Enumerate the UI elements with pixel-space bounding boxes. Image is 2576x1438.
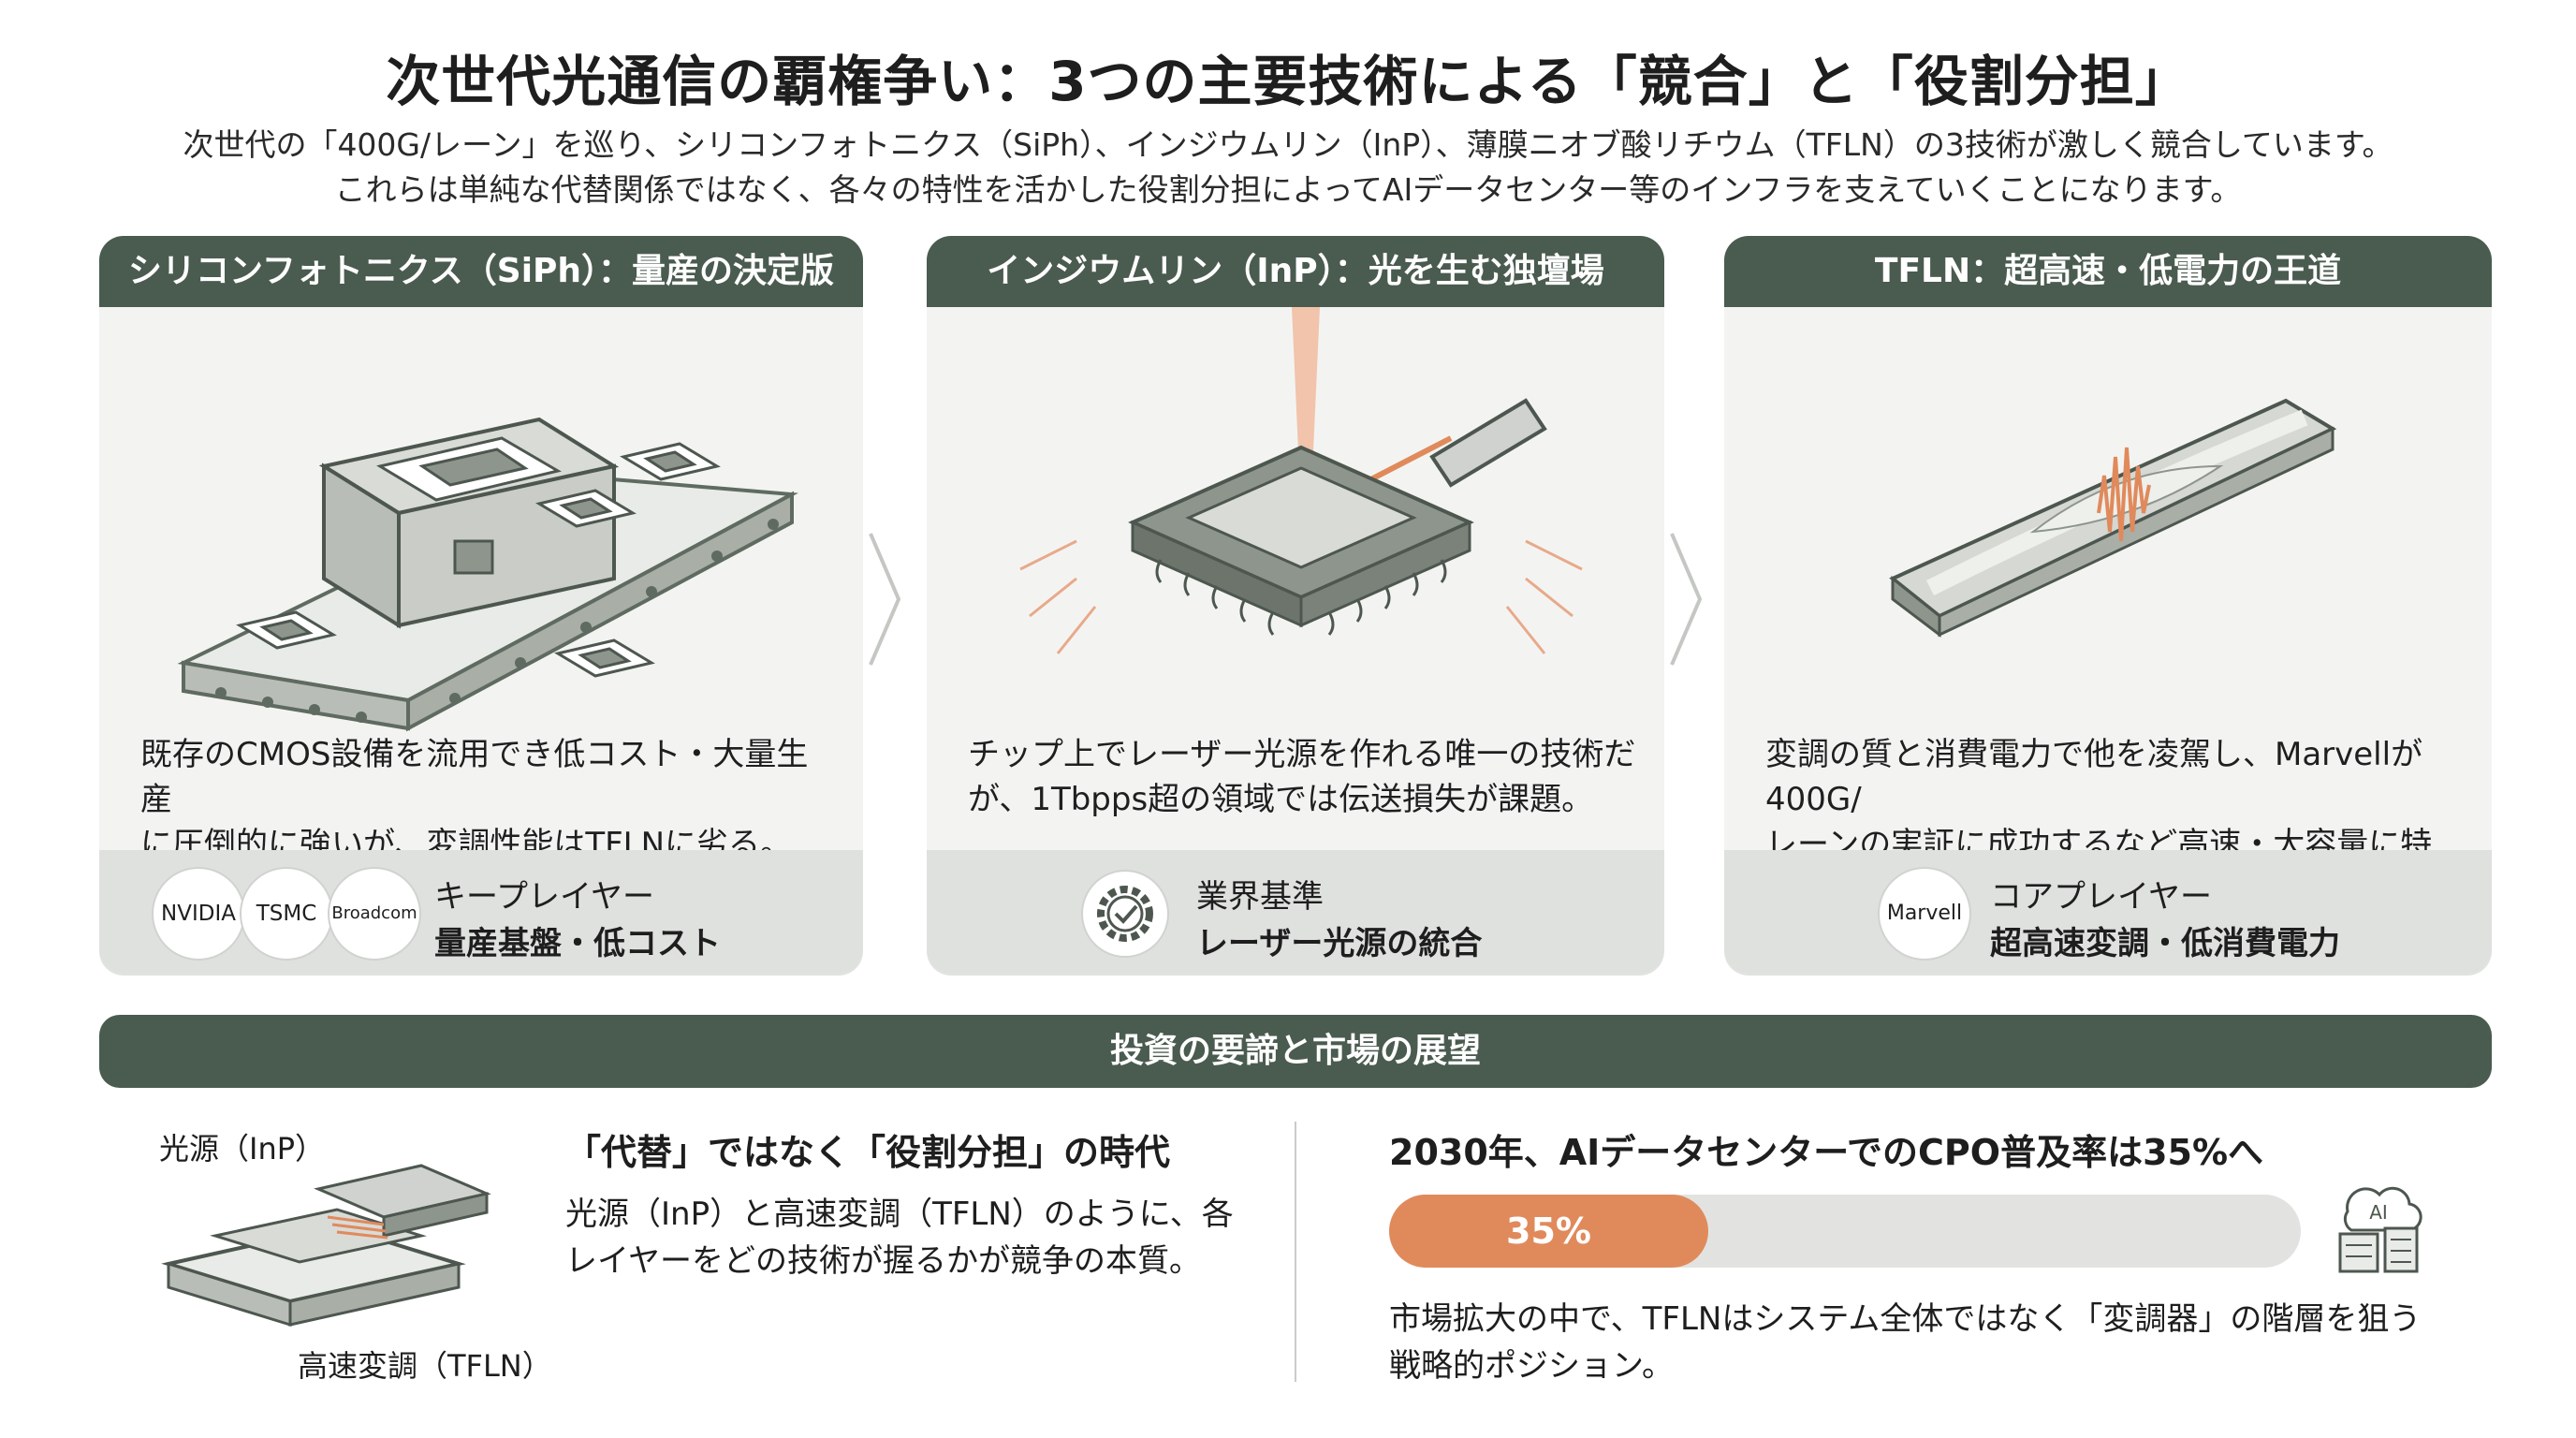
outlook-right-heading: 2030年、AIデータセンターでのCPO普及率は35%へ xyxy=(1389,1132,2264,1173)
card-siph-header: シリコンフォトニクス（SiPh）：量産の決定版 xyxy=(99,236,863,307)
card-tfln: TFLN：超高速・低電力の王道 変調の質と消費電力で他を凌駕し、Marvellが… xyxy=(1724,236,2492,974)
logo-nvidia: NVIDIA xyxy=(152,867,245,961)
diagram-label-inp: 光源（InP） xyxy=(159,1131,326,1167)
section-divider xyxy=(1295,1122,1296,1382)
card-inp-header: インジウムリン（InP）：光を生む独壇場 xyxy=(927,236,1664,307)
diagram-label-tfln: 高速変調（TFLN） xyxy=(298,1348,552,1384)
intro-line-1: 次世代の「400G/レーン」を巡り、シリコンフォトニクス（SiPh）、インジウム… xyxy=(183,126,2393,163)
outlook-left-heading: 「代替」ではなく「役割分担」の時代 xyxy=(565,1132,1171,1173)
card-tfln-footer: Marvell コアプレイヤー 超高速変調・低消費電力 xyxy=(1724,850,2492,974)
card-tfln-desc-line-1: 変調の質と消費電力で他を凌駕し、Marvellが400G/ xyxy=(1765,736,2423,818)
card-inp-desc-line-2: が、1Tbpps超の領域では伝送損失が課題。 xyxy=(968,781,1594,818)
outlook-left-text-line-2: レイヤーをどの技術が握るかが競争の本質。 xyxy=(565,1242,1201,1280)
card-siph-description: 既存のCMOS設備を流用でき低コスト・大量生産 に圧倒的に強いが、変調性能はTF… xyxy=(140,732,835,867)
card-siph: シリコンフォトニクス（SiPh）：量産の決定版 既存のCMOS設備を流用でき低コ… xyxy=(99,236,863,974)
outlook-left-text: 光源（InP）と高速変調（TFLN）のように、各 レイヤーをどの技術が握るかが競… xyxy=(565,1191,1234,1284)
chevron-right-icon xyxy=(869,533,901,666)
card-inp-desc-line-1: チップ上でレーザー光源を作れる唯一の技術だ xyxy=(968,736,1636,773)
cpo-progress-fill xyxy=(1389,1195,1708,1268)
outlook-right-text: 市場拡大の中で、TFLNはシステム全体ではなく「変調器」の階層を狙う 戦略的ポジ… xyxy=(1389,1296,2421,1389)
card-tfln-foot-line-2: 超高速変調・低消費電力 xyxy=(1990,925,2340,962)
layer-stack-illustration xyxy=(161,1164,491,1328)
card-siph-desc-line-1: 既存のCMOS設備を流用でき低コスト・大量生産 xyxy=(140,736,809,818)
gear-check-icon xyxy=(1081,870,1169,958)
ai-server-icon: AI xyxy=(2338,1186,2422,1273)
page-title: 次世代光通信の覇権争い：3つの主要技術による「競合」と「役割分担」 xyxy=(386,50,2190,113)
inp-laser-chip-illustration xyxy=(1019,307,1583,654)
card-inp-foot-line-1: 業界基準 xyxy=(1196,878,1324,916)
card-inp: インジウムリン（InP）：光を生む独壇場 チップ上でレーザー光源を作れる唯一の技… xyxy=(927,236,1664,974)
card-tfln-foot-line-1: コアプレイヤー xyxy=(1990,878,2212,916)
siph-conveyor-illustration xyxy=(177,417,798,732)
card-tfln-header: TFLN：超高速・低電力の王道 xyxy=(1724,236,2492,307)
card-siph-foot-line-2: 量産基盤・低コスト xyxy=(434,925,721,962)
logo-marvell: Marvell xyxy=(1878,867,1971,961)
card-siph-footer: NVIDIA TSMC Broadcom キープレイヤー 量産基盤・低コスト xyxy=(99,850,863,974)
ai-server-icon-text: AI xyxy=(2369,1201,2388,1224)
intro-line-2: これらは単純な代替関係ではなく、各々の特性を活かした役割分担によってAIデータセ… xyxy=(334,171,2242,208)
outlook-banner: 投資の要諦と市場の展望 xyxy=(99,1015,2492,1088)
outlook-right-text-line-2: 戦略的ポジション。 xyxy=(1389,1347,1674,1385)
tfln-waveguide-illustration xyxy=(1889,398,2337,638)
card-siph-foot-line-1: キープレイヤー xyxy=(434,878,654,916)
card-inp-foot-line-2: レーザー光源の統合 xyxy=(1196,925,1483,962)
card-inp-footer: 業界基準 レーザー光源の統合 xyxy=(927,850,1664,974)
card-inp-description: チップ上でレーザー光源を作れる唯一の技術だ が、1Tbpps超の領域では伝送損失… xyxy=(968,732,1636,822)
chevron-right-icon xyxy=(1670,533,1703,666)
cpo-progress-label: 35% xyxy=(1506,1211,1591,1252)
logo-tsmc: TSMC xyxy=(240,867,333,961)
logo-broadcom: Broadcom xyxy=(328,867,421,961)
outlook-left-text-line-1: 光源（InP）と高速変調（TFLN）のように、各 xyxy=(565,1196,1234,1233)
outlook-right-text-line-1: 市場拡大の中で、TFLNはシステム全体ではなく「変調器」の階層を狙う xyxy=(1389,1300,2422,1338)
